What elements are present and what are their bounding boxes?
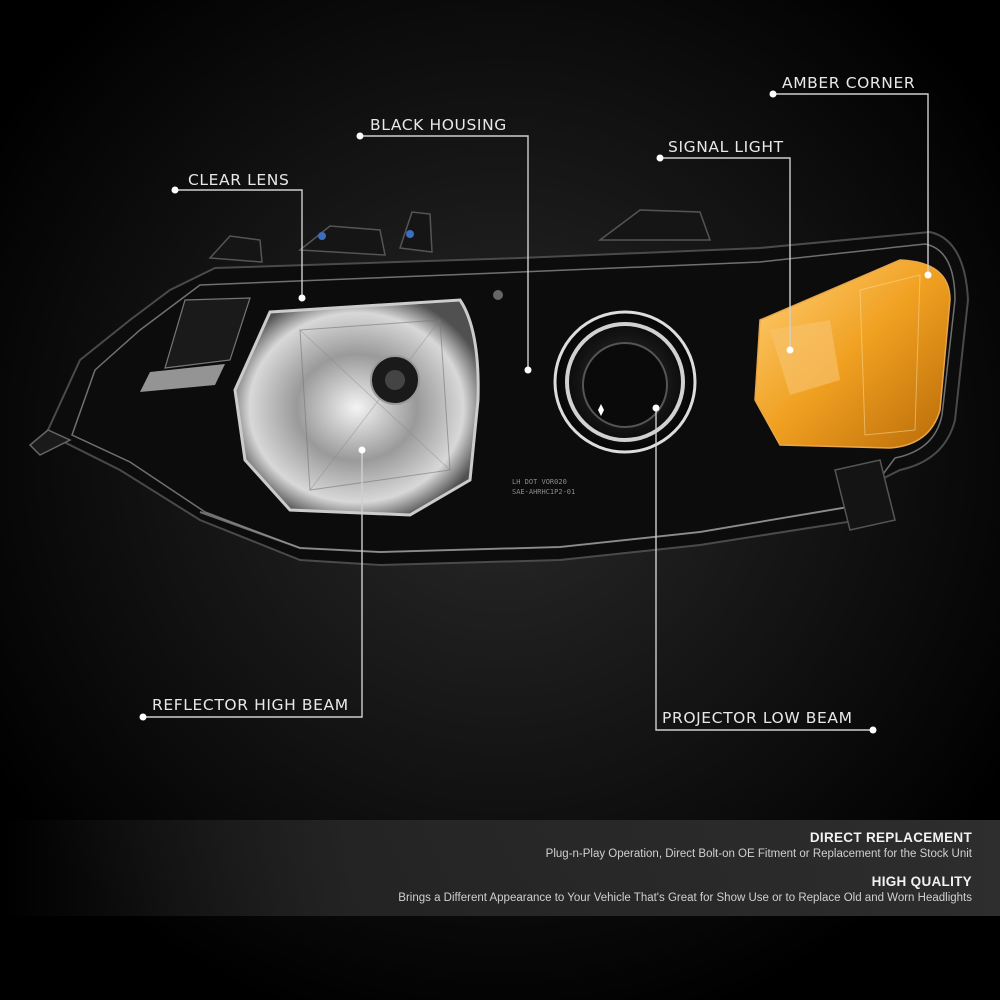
projector-lens (582, 342, 668, 428)
label-amber-corner: AMBER CORNER (782, 74, 916, 92)
leader-black-housing (360, 135, 529, 370)
amber-corner-lens (754, 259, 951, 449)
lower-trim (199, 504, 861, 554)
projector-glint (598, 404, 604, 416)
callout-dots (139, 90, 932, 734)
adjuster-screw (318, 232, 326, 240)
adjuster-screw (493, 290, 503, 300)
side-trim (164, 297, 251, 369)
dot-reflector-start (139, 713, 147, 721)
rear-connector (834, 459, 896, 531)
feature-title: DIRECT REPLACEMENT (809, 830, 972, 845)
signal-bulb-socket (770, 320, 840, 395)
leader-projector-low-beam (655, 408, 873, 731)
signal-lens-ridges (859, 274, 921, 436)
dot-clear-lens-start (171, 186, 179, 194)
label-projector-low-beam: PROJECTOR LOW BEAM (662, 709, 853, 727)
feature-direct-replacement: DIRECT REPLACEMENT Plug-n-Play Operation… (546, 830, 972, 860)
leader-amber-corner (773, 93, 929, 275)
label-black-housing: BLACK HOUSING (370, 116, 507, 134)
lens-marking-line1: LH DOT VOR020 (512, 478, 567, 486)
dot-reflector-end (358, 446, 366, 454)
feature-title: HIGH QUALITY (871, 874, 972, 889)
label-clear-lens: CLEAR LENS (188, 171, 290, 189)
features-band: DIRECT REPLACEMENT Plug-n-Play Operation… (0, 820, 1000, 916)
dot-projector-start (869, 726, 877, 734)
side-trim (140, 364, 225, 392)
dot-projector-end (652, 404, 660, 412)
leader-clear-lens (175, 189, 303, 298)
callout-leaders (143, 93, 929, 731)
label-reflector-high-beam: REFLECTOR HIGH BEAM (152, 696, 349, 714)
dot-black-housing-start (356, 132, 364, 140)
feature-description: Brings a Different Appearance to Your Ve… (398, 892, 972, 904)
lens-marking-line2: SAE-AHRHC1P2-01 (512, 488, 575, 496)
dot-clear-lens-end (298, 294, 306, 302)
projector-halo (565, 322, 685, 442)
dot-amber-corner-start (769, 90, 777, 98)
dot-black-housing-end (524, 366, 532, 374)
mounting-tab (208, 235, 263, 263)
mounting-bracket (28, 429, 72, 456)
leader-reflector-high-beam (143, 450, 363, 718)
dot-amber-corner-end (924, 271, 932, 279)
headlight-unit (28, 209, 970, 567)
feature-high-quality: HIGH QUALITY Brings a Different Appearan… (398, 874, 972, 904)
feature-description: Plug-n-Play Operation, Direct Bolt-on OE… (545, 848, 972, 860)
adjuster-screw (406, 230, 414, 238)
mounting-tab (398, 211, 433, 253)
dot-signal-light-start (656, 154, 664, 162)
dot-signal-light-end (786, 346, 794, 354)
reflector-bowl (233, 298, 480, 517)
leader-signal-light (660, 157, 791, 350)
mounting-tab (597, 209, 712, 241)
label-signal-light: SIGNAL LIGHT (668, 138, 784, 156)
